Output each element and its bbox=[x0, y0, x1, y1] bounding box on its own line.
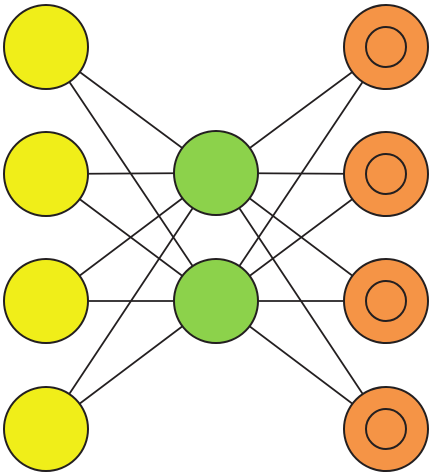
input-node-circle bbox=[3, 131, 89, 217]
output-node-circle bbox=[343, 131, 429, 217]
output-node-1 bbox=[343, 4, 429, 90]
input-node-4 bbox=[3, 386, 89, 472]
hidden-node-1 bbox=[173, 130, 259, 216]
input-node-circle bbox=[3, 258, 89, 344]
output-node-circle bbox=[343, 258, 429, 344]
hidden-node-circle bbox=[173, 258, 259, 344]
output-node-3 bbox=[343, 258, 429, 344]
hidden-node-circle bbox=[173, 130, 259, 216]
output-node-inner-ring bbox=[365, 280, 407, 322]
output-node-inner-ring bbox=[365, 408, 407, 450]
input-node-1 bbox=[3, 4, 89, 90]
input-node-circle bbox=[3, 386, 89, 472]
output-node-circle bbox=[343, 386, 429, 472]
edge-input-4-to-hidden-1 bbox=[45, 172, 217, 430]
input-node-2 bbox=[3, 131, 89, 217]
input-node-3 bbox=[3, 258, 89, 344]
connection-lines bbox=[45, 46, 387, 430]
edge-hidden-2-to-output-1 bbox=[215, 46, 387, 302]
hidden-node-2 bbox=[173, 258, 259, 344]
output-node-circle bbox=[343, 4, 429, 90]
output-node-inner-ring bbox=[365, 26, 407, 68]
output-node-inner-ring bbox=[365, 153, 407, 195]
network-nodes bbox=[3, 4, 429, 472]
input-node-circle bbox=[3, 4, 89, 90]
output-node-2 bbox=[343, 131, 429, 217]
output-node-4 bbox=[343, 386, 429, 472]
